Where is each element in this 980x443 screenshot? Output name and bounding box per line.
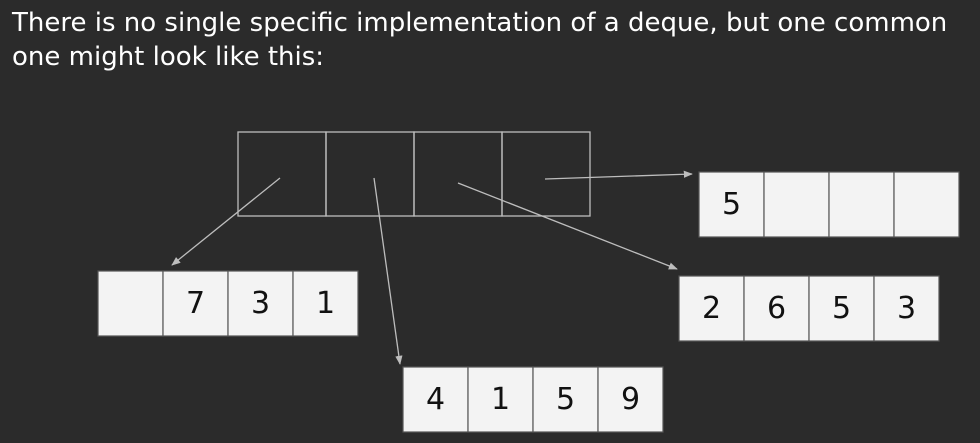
map-slot: [325, 131, 415, 217]
block-cell-value: 7: [186, 286, 205, 321]
block-cell: [808, 275, 875, 342]
caption: There is no single specific implementati…: [12, 8, 948, 72]
pointer-arrow-to-right-block: [457, 182, 678, 270]
block-cell-value: 5: [556, 382, 575, 417]
block-cell-value: 2: [702, 291, 721, 326]
block-cell: [467, 366, 534, 433]
block-cell-value: 1: [316, 286, 335, 321]
block-right: 2 6 5 3: [678, 275, 940, 342]
block-cell-value: 6: [767, 291, 786, 326]
map-slot: [413, 131, 503, 217]
pointer-arrow-to-bottom-block: [373, 177, 403, 365]
block-cell: [402, 366, 469, 433]
pointer-arrows: [171, 170, 693, 365]
map-slot: [237, 131, 327, 217]
block-cell: [763, 171, 830, 238]
block-cell-value: 4: [426, 382, 445, 417]
block-left: 7 3 1: [97, 270, 359, 337]
block-cell-value: 5: [832, 291, 851, 326]
block-cell-value: 3: [251, 286, 270, 321]
block-cell: [532, 366, 599, 433]
block-cell: [698, 171, 765, 238]
block-bottom: 4 1 5 9: [402, 366, 664, 433]
block-cell: [743, 275, 810, 342]
block-cell-value: 9: [621, 382, 640, 417]
block-map: [237, 131, 591, 217]
block-cell: [893, 171, 960, 238]
block-cell: [828, 171, 895, 238]
block-cell-value: 5: [722, 187, 741, 222]
block-cell: [97, 270, 164, 337]
block-cell: [873, 275, 940, 342]
pointer-arrow-to-top-block: [544, 170, 693, 180]
map-slot: [501, 131, 591, 217]
pointer-arrow-to-left-block: [171, 177, 281, 266]
block-cell: [678, 275, 745, 342]
block-cell: [292, 270, 359, 337]
block-cell-value: 3: [897, 291, 916, 326]
block-cell: [227, 270, 294, 337]
block-cell-value: 1: [491, 382, 510, 417]
block-cell: [597, 366, 664, 433]
block-top: 5: [698, 171, 960, 238]
